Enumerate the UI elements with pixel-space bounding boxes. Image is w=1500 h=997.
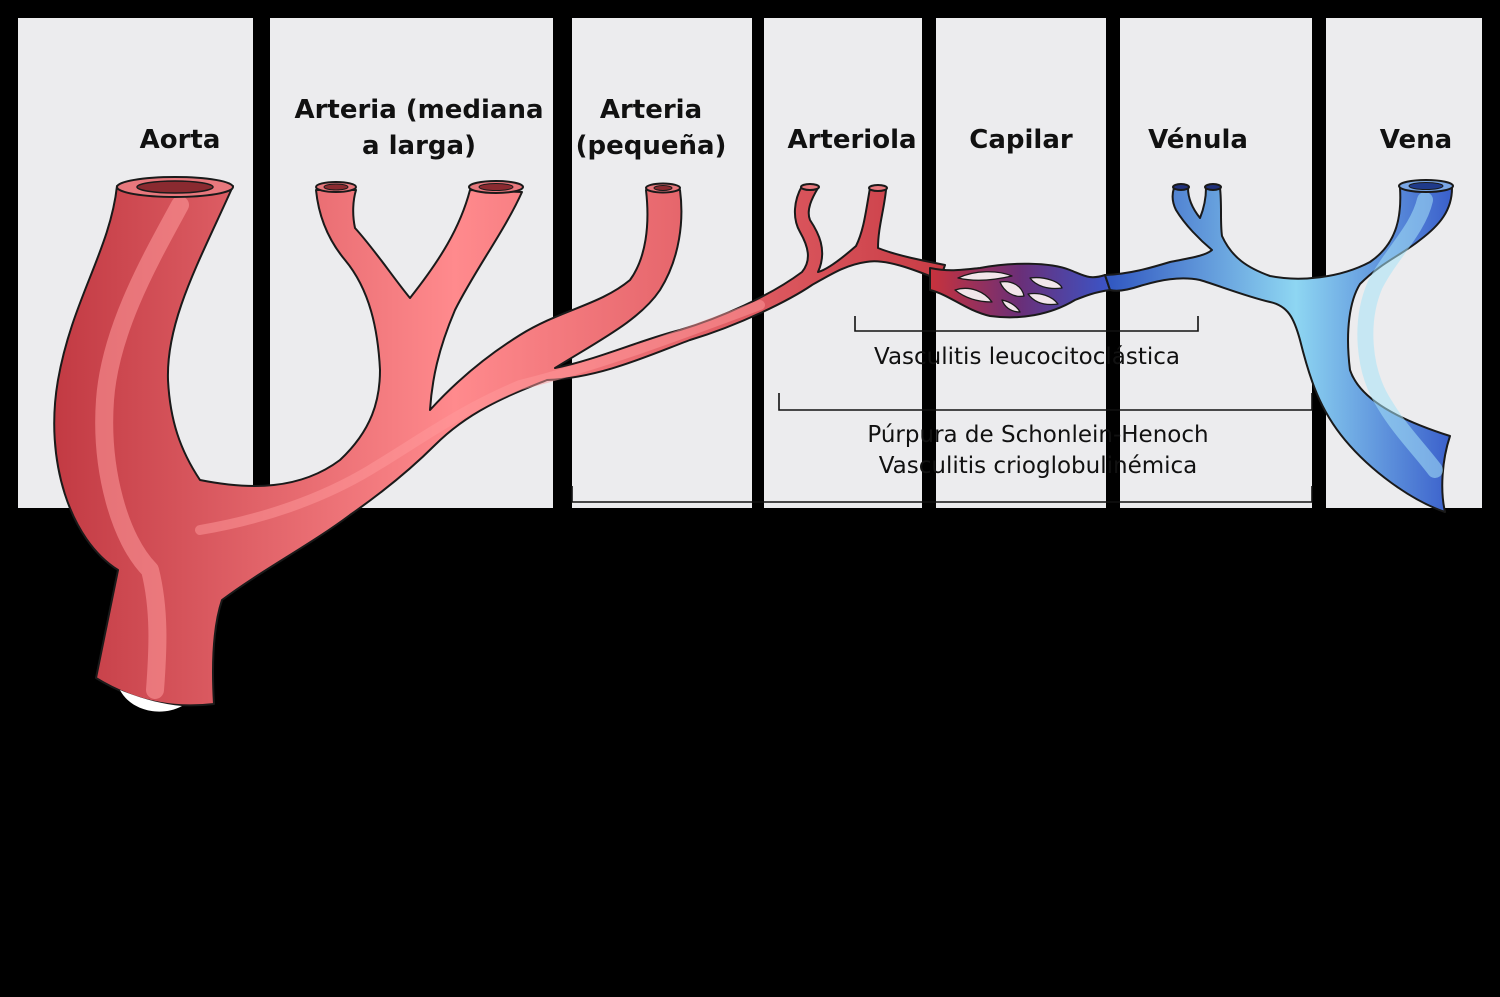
vein-highlight [1357, 192, 1443, 478]
column-title-arteria-mediana: a larga) [362, 131, 476, 161]
capillary-holes [954, 271, 1063, 313]
aorta-lumen [136, 180, 214, 194]
vein-lumen [1408, 182, 1444, 190]
column-title-vena: Vena [1380, 125, 1452, 155]
column-title-capilar: Capilar [969, 125, 1073, 155]
venule-right-opening [1204, 183, 1222, 191]
arteriole-right-opening [868, 184, 888, 192]
column-title-aorta: Aorta [140, 125, 221, 155]
column-title-arteria-pequena: Arteria [600, 95, 702, 125]
small-artery-lumen [653, 185, 673, 191]
medium-artery-left-lumen [323, 183, 349, 191]
arteriole-left-opening [800, 183, 820, 191]
column-titles: Aorta Arteria (mediana a larga) Arteria (peq… [140, 95, 1453, 161]
venule-left-opening [1172, 183, 1190, 191]
bracket-schonlein [778, 393, 1313, 411]
brackets [571, 316, 1313, 503]
bracket-leucocitoclastica [854, 316, 1199, 332]
aorta-base-highlight [120, 690, 182, 712]
bracket-label-schonlein: Vasculitis crioglobulinémica [879, 453, 1198, 479]
column-title-arteria-pequena: (pequeña) [576, 131, 727, 161]
trunk-highlight [195, 300, 765, 535]
aorta-highlight [95, 196, 189, 699]
bracket-label-schonlein: Púrpura de Schonlein-Henoch [867, 422, 1208, 448]
bracket-bottom [571, 486, 1313, 503]
column-title-arteriola: Arteriola [787, 125, 916, 155]
medium-artery-right-lumen [478, 183, 514, 191]
column-panels [18, 18, 1482, 508]
column-title-venula: Vénula [1148, 125, 1248, 155]
bracket-label-leucocitoclastica: Vasculitis leucocitoclástica [874, 344, 1180, 370]
vessel-illustration [53, 176, 1454, 707]
column-title-arteria-mediana: Arteria (mediana [294, 95, 543, 125]
